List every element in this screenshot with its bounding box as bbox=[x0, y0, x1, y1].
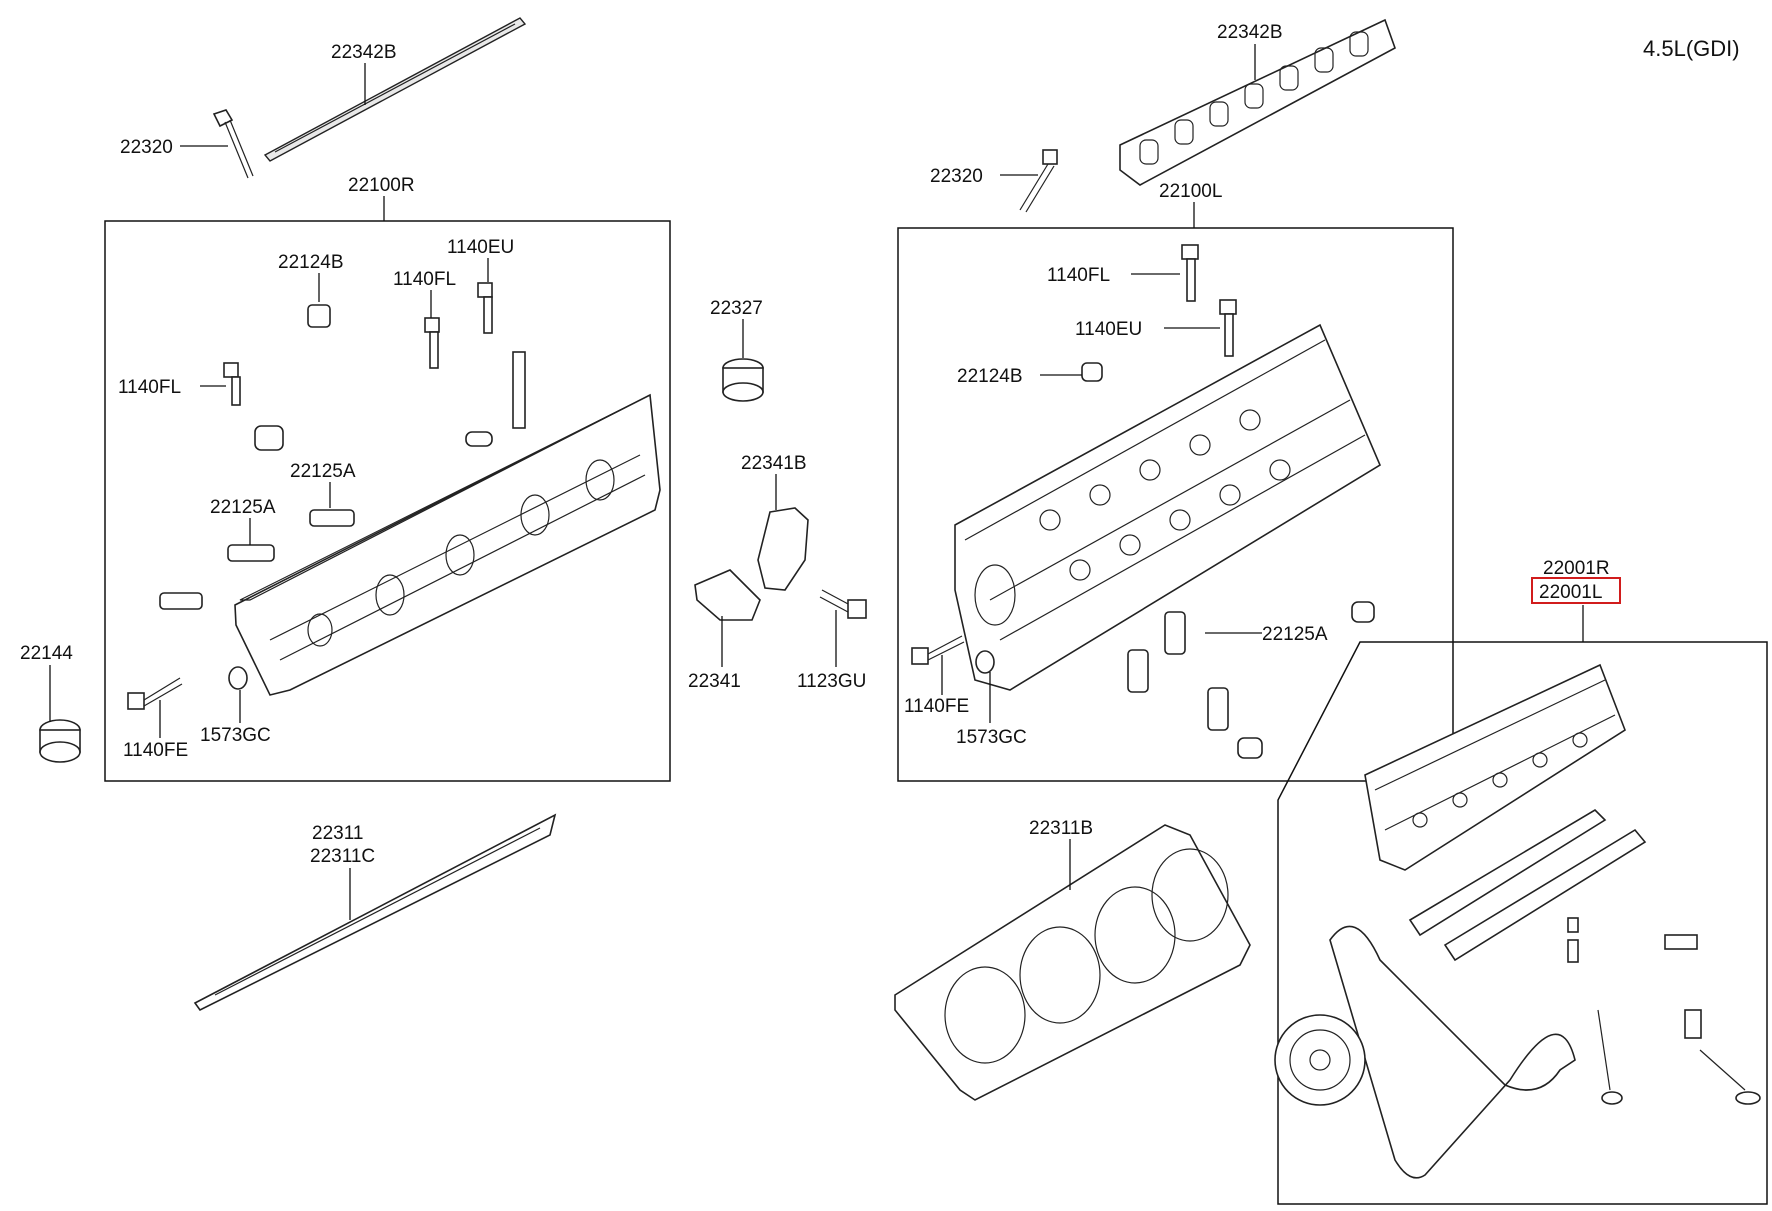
callout-22001L[interactable]: 22001L bbox=[1539, 582, 1602, 603]
bolt-1140FL-right-b bbox=[223, 362, 241, 406]
plate-22341 bbox=[694, 569, 761, 621]
bolt-22320-left bbox=[1019, 149, 1058, 213]
head-gasket-22311B bbox=[894, 824, 1251, 1101]
camshafts bbox=[1408, 808, 1647, 962]
head-gasket-22311 bbox=[193, 813, 557, 1012]
callout-22327[interactable]: 22327 bbox=[710, 298, 763, 319]
callout-22125A-right-b[interactable]: 22125A bbox=[210, 497, 276, 518]
callout-1573GC-right[interactable]: 1573GC bbox=[200, 725, 271, 746]
callout-1140FE-right[interactable]: 1140FE bbox=[123, 740, 188, 761]
intake-gasket-right bbox=[263, 17, 527, 162]
sleeve-22327 bbox=[722, 358, 764, 402]
valve-train-parts bbox=[1567, 917, 1761, 1105]
callout-22320-right[interactable]: 22320 bbox=[120, 137, 173, 158]
callout-22311B[interactable]: 22311B bbox=[1029, 818, 1093, 839]
callout-1140FE-left[interactable]: 1140FE bbox=[904, 696, 969, 717]
bolt-1140FE-left bbox=[911, 635, 965, 665]
head-assembly-22001 bbox=[1364, 663, 1626, 871]
lifter-left-b bbox=[1127, 649, 1149, 693]
callout-22100R[interactable]: 22100R bbox=[348, 175, 415, 196]
bracket-22341B bbox=[757, 507, 809, 591]
seal-left-b bbox=[1351, 601, 1375, 623]
timing-chain bbox=[1329, 925, 1576, 1179]
callout-22320-left[interactable]: 22320 bbox=[930, 166, 983, 187]
callout-1140FL-left[interactable]: 1140FL bbox=[1047, 265, 1110, 286]
bolt-1140FL-right-a bbox=[424, 317, 440, 369]
leader-lines bbox=[49, 44, 1584, 920]
callout-22341B[interactable]: 22341B bbox=[741, 453, 807, 474]
callout-22124B-right[interactable]: 22124B bbox=[278, 252, 344, 273]
sleeve-22144 bbox=[39, 719, 81, 763]
callout-1140FL-right-a[interactable]: 1140FL bbox=[393, 269, 456, 290]
plug-22124B-left bbox=[1081, 362, 1103, 382]
seal-left-a bbox=[1237, 737, 1263, 759]
washer-1573GC-right bbox=[228, 666, 248, 690]
bolt-1123GU bbox=[819, 589, 867, 619]
callout-22342B-right[interactable]: 22342B bbox=[331, 42, 397, 63]
callout-22125A-left[interactable]: 22125A bbox=[1262, 624, 1328, 645]
callout-22311[interactable]: 22311 bbox=[312, 823, 363, 844]
lifter-right-b bbox=[227, 544, 275, 562]
intake-gasket-left bbox=[1119, 18, 1396, 186]
lifter-right-a bbox=[309, 509, 355, 527]
bolt-1140FL-left bbox=[1181, 244, 1199, 302]
callout-22342B-left[interactable]: 22342B bbox=[1217, 22, 1283, 43]
callout-22144[interactable]: 22144 bbox=[20, 643, 73, 664]
frame-right-head bbox=[104, 220, 671, 782]
bolt-1140EU-left bbox=[1219, 299, 1237, 357]
lifter-right-c bbox=[159, 592, 203, 610]
cylinder-head-left bbox=[954, 323, 1382, 691]
callout-22001R[interactable]: 22001R bbox=[1543, 558, 1610, 579]
highlight-box-22001L bbox=[1531, 577, 1621, 604]
callout-22125A-right-a[interactable]: 22125A bbox=[290, 461, 356, 482]
callout-1140FL-right-b[interactable]: 1140FL bbox=[118, 377, 181, 398]
callout-1140EU-right[interactable]: 1140EU bbox=[447, 237, 514, 258]
callout-labels: 22342B 22320 22100R 22124B 1140EU 1140FL… bbox=[20, 22, 1621, 867]
bolt-22320-right bbox=[212, 109, 254, 179]
plug-22124B-right bbox=[307, 304, 331, 328]
seal-right-b bbox=[465, 431, 493, 447]
cam-sprocket bbox=[1274, 1014, 1366, 1106]
cylinder-head-right bbox=[234, 393, 661, 696]
callout-22341[interactable]: 22341 bbox=[688, 671, 741, 692]
callout-1573GC-left[interactable]: 1573GC bbox=[956, 727, 1027, 748]
callout-1123GU[interactable]: 1123GU bbox=[797, 671, 866, 692]
bolt-1140FE-right bbox=[127, 677, 183, 710]
engine-label: 4.5L(GDI) bbox=[1643, 36, 1740, 61]
callout-1140EU-left[interactable]: 1140EU bbox=[1075, 319, 1142, 340]
callout-22124B-left[interactable]: 22124B bbox=[957, 366, 1023, 387]
callout-22311C[interactable]: 22311C bbox=[310, 846, 375, 867]
stud-right bbox=[512, 351, 526, 429]
bolt-1140EU-right bbox=[477, 282, 493, 334]
washer-1573GC-left bbox=[975, 650, 995, 674]
frame-head-assembly bbox=[1277, 641, 1768, 1205]
seal-right-a bbox=[254, 425, 284, 451]
frame-left-head bbox=[897, 227, 1454, 782]
lifter-left-c bbox=[1207, 687, 1229, 731]
gasket-ports bbox=[1139, 31, 1369, 165]
lifter-left-a bbox=[1164, 611, 1186, 655]
callout-22100L[interactable]: 22100L bbox=[1159, 181, 1222, 202]
